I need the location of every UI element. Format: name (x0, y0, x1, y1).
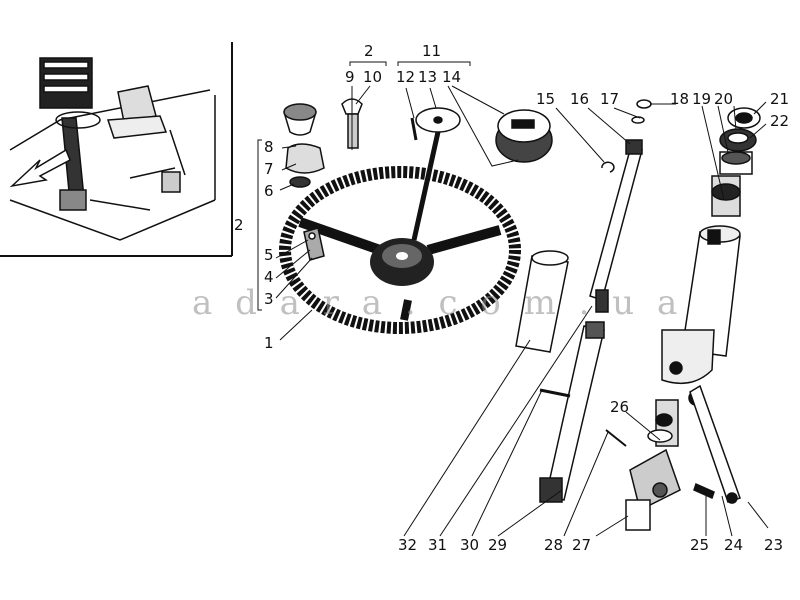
splined-shaft (539, 289, 609, 503)
callout-21: 21 (770, 90, 790, 108)
callout-18: 18 (670, 90, 690, 108)
clamp-part (303, 227, 325, 261)
watermark: a d a r a . c o m . u a (192, 283, 684, 323)
callout-14: 14 (442, 68, 462, 86)
callout-28: 28 (544, 536, 564, 554)
callout-19: 19 (692, 90, 712, 108)
callout-16: 16 (570, 90, 590, 108)
callout-6: 6 (264, 182, 274, 200)
callout-2-top: 2 (364, 42, 374, 60)
callout-4: 4 (264, 268, 274, 286)
callout-17: 17 (600, 90, 620, 108)
callout-20: 20 (714, 90, 734, 108)
callout-9: 9 (345, 68, 355, 86)
leader-lines (257, 61, 769, 537)
callout-30: 30 (460, 536, 480, 554)
callout-27: 27 (572, 536, 592, 554)
steering-shaft (589, 139, 643, 301)
cover-parts (283, 103, 325, 188)
callout-1: 1 (264, 334, 274, 352)
horn-button (411, 107, 461, 241)
callout-2-left: 2 (234, 216, 244, 234)
callout-15: 15 (536, 90, 556, 108)
callout-5: 5 (264, 246, 274, 264)
washer-parts (601, 99, 652, 173)
toothed-nut (495, 109, 553, 163)
pin-part (410, 117, 418, 141)
callout-31: 31 (428, 536, 448, 554)
callout-24: 24 (724, 536, 744, 554)
bushing-stack (711, 107, 761, 217)
cab-inset (0, 42, 233, 257)
callout-23: 23 (764, 536, 784, 554)
callout-11: 11 (422, 42, 442, 60)
callout-29: 29 (488, 536, 508, 554)
callout-3: 3 (264, 290, 274, 308)
callout-10: 10 (363, 68, 383, 86)
callout-8: 8 (264, 138, 274, 156)
universal-joint (605, 399, 715, 531)
callout-32: 32 (398, 536, 418, 554)
callout-13: 13 (418, 68, 438, 86)
callout-7: 7 (264, 160, 274, 178)
callout-12: 12 (396, 68, 416, 86)
sleeve-part (515, 250, 569, 353)
callout-22: 22 (770, 112, 790, 130)
steering-wheel (279, 166, 521, 334)
callout-26: 26 (610, 398, 630, 416)
column-tube (661, 225, 741, 504)
callout-25: 25 (690, 536, 710, 554)
